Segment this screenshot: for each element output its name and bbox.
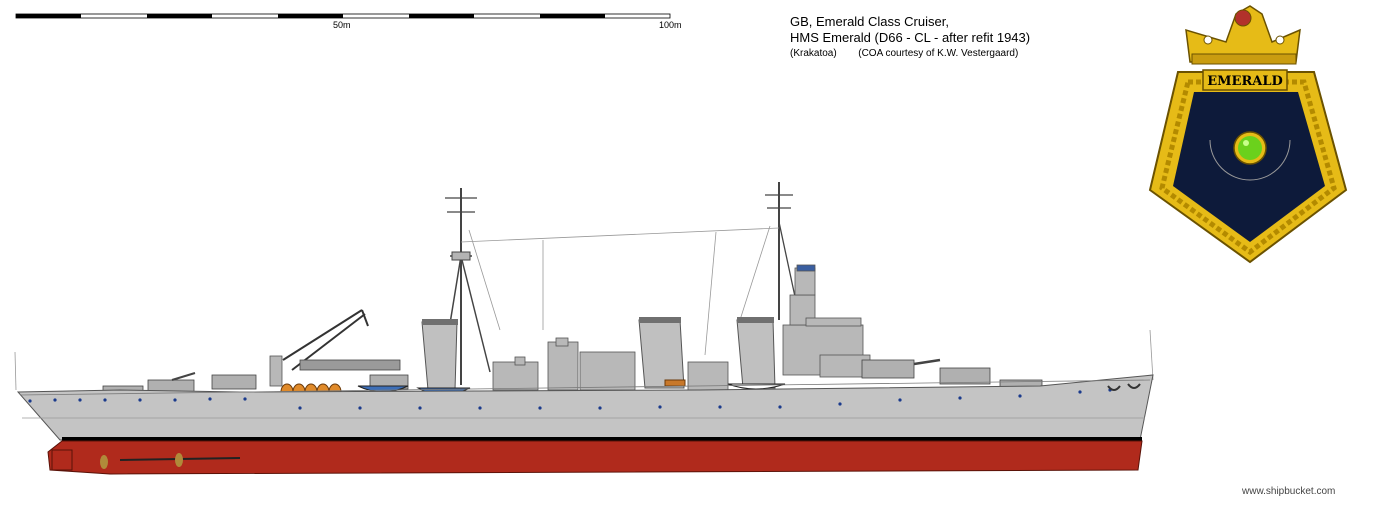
badge-field xyxy=(1173,92,1325,242)
badge-name-plate xyxy=(1202,69,1288,91)
deck-line xyxy=(19,379,1151,396)
ship-badge: EMERALD xyxy=(1148,5,1348,264)
bridge-superstructure xyxy=(782,264,871,378)
anchors xyxy=(1107,383,1141,391)
funnel-aft xyxy=(736,317,776,389)
scale-label-100m: 100m xyxy=(659,20,682,30)
portholes xyxy=(28,388,1112,410)
boot-topping xyxy=(62,437,1142,441)
funnel-fore xyxy=(421,319,458,391)
title-line-3: (Krakatoa) (COA courtesy of K.W. Vesterg… xyxy=(790,47,1030,61)
ship-profile xyxy=(14,182,1154,475)
propellers xyxy=(51,449,241,471)
naval-crown xyxy=(1185,5,1301,65)
author-credit: (Krakatoa) xyxy=(790,48,837,59)
title-line-2: HMS Emerald (D66 - CL - after refit 1943… xyxy=(790,30,1031,45)
scale-label-50m: 50m xyxy=(333,20,351,30)
coa-credit: (COA courtesy of K.W. Vestergaard) xyxy=(858,48,1019,59)
title-line-1: GB, Emerald Class Cruiser, xyxy=(790,14,949,29)
hull-lower xyxy=(47,440,1143,475)
funnel-middle xyxy=(638,317,685,389)
midship-superstructure xyxy=(492,337,729,391)
catapult-platform xyxy=(299,359,401,371)
crescent-moon-icon xyxy=(1209,139,1291,181)
site-credit: www.shipbucket.com xyxy=(1242,486,1336,497)
scale-bar xyxy=(15,13,671,19)
aircraft-crane xyxy=(269,309,369,387)
rigging xyxy=(14,225,1154,391)
title-block: GB, Emerald Class Cruiser, HMS Emerald (… xyxy=(790,14,1030,61)
badge-name: EMERALD xyxy=(1207,74,1283,89)
